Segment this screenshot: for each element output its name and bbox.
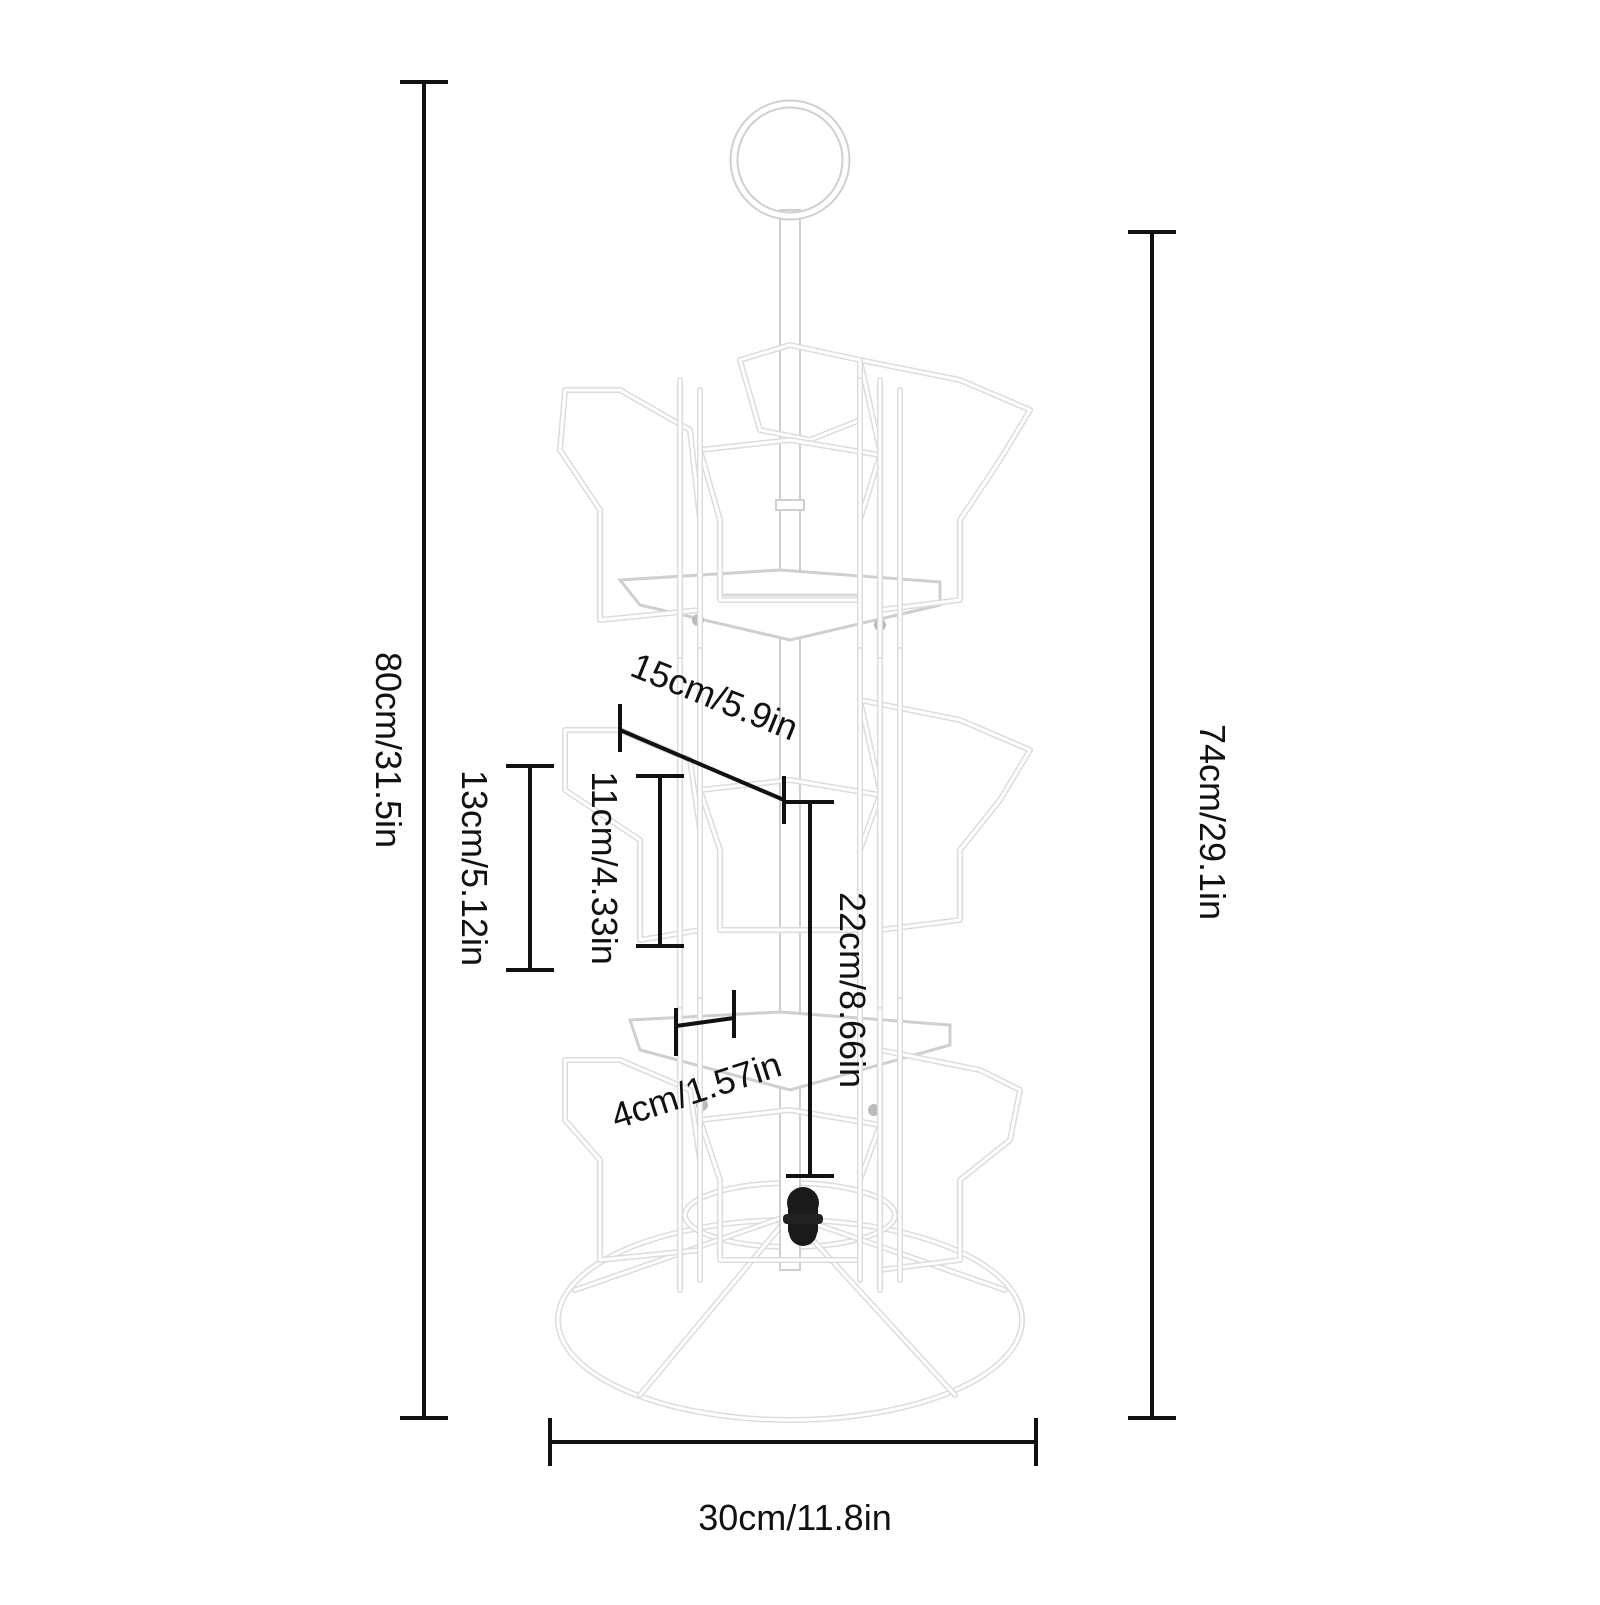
pocket-height-inner-label: 11cm/4.33in	[584, 771, 625, 964]
wire-display-rack	[555, 99, 1033, 1423]
dim-pocket-width: 15cm/5.9in	[618, 644, 804, 824]
tier-bottom	[562, 997, 1023, 1293]
dim-pocket-height-inner: 11cm/4.33in	[584, 771, 684, 965]
locking-knob	[783, 1187, 823, 1246]
central-pole	[775, 209, 805, 1271]
dim-tier-spacing: 22cm/8.66in	[786, 800, 873, 1178]
pocket-height-outer-label: 13cm/5.12in	[454, 770, 495, 966]
dim-base-width: 30cm/11.8in	[548, 1418, 1038, 1538]
top-handle-ring	[729, 99, 851, 221]
base-width-label: 30cm/11.8in	[698, 1497, 891, 1538]
dim-total-height: 80cm/31.5in	[368, 80, 448, 1420]
pocket-width-label: 15cm/5.9in	[625, 644, 804, 748]
rack-height-label: 74cm/29.1in	[1192, 724, 1233, 920]
dim-rack-height: 74cm/29.1in	[1128, 230, 1233, 1420]
tier-spacing-label: 22cm/8.66in	[832, 892, 873, 1088]
tier-top	[557, 342, 1033, 663]
dim-pocket-height-outer: 13cm/5.12in	[454, 764, 554, 972]
total-height-label: 80cm/31.5in	[368, 652, 409, 848]
